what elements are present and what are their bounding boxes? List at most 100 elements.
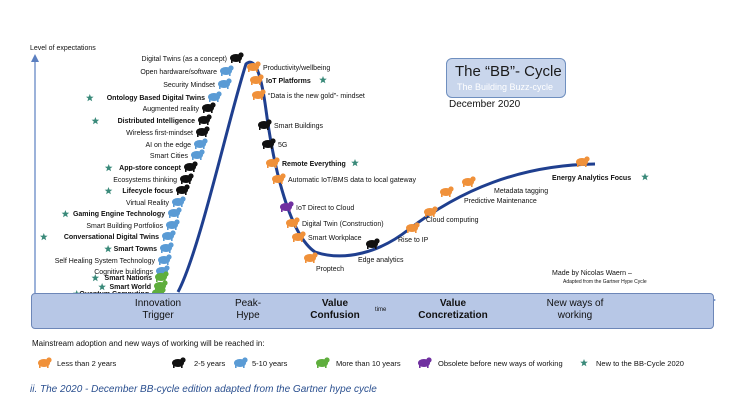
falling-item-icon: [272, 173, 286, 184]
falling-item-icon: [247, 61, 261, 72]
phase-band: [31, 293, 714, 329]
falling-item-label: IoT Direct to Cloud: [296, 205, 354, 212]
rising-item-icon: [198, 114, 212, 125]
rising-item-icon: [218, 78, 232, 89]
legend-2-5-icon: [172, 357, 186, 368]
star-icon: [351, 159, 359, 167]
y-axis-arrow: [31, 54, 39, 62]
falling-item-icon: [304, 252, 318, 263]
made-by: Made by Nicolas Waern –: [552, 270, 632, 277]
slope-item-label: Cloud computing: [426, 217, 479, 224]
rising-item-label: Distributed Intelligence: [118, 118, 196, 125]
rising-item-label: Lifecycle focus: [122, 188, 173, 195]
legend-star-icon: [580, 359, 588, 367]
rising-items: Digital Twins (as a concept) Open hardwar…: [40, 52, 244, 298]
rising-item-icon: [191, 149, 205, 160]
falling-item-label: IoT Platforms: [266, 78, 311, 85]
falling-item-icon: [262, 138, 276, 149]
slope-item-icon: [406, 222, 420, 233]
phase-line-1: Innovation: [134, 298, 182, 309]
rising-item-icon: [202, 102, 216, 113]
falling-item-label: Productivity/wellbeing: [263, 65, 330, 72]
legend-label: More than 10 years: [336, 359, 401, 368]
legend-5-10-icon: [234, 357, 248, 368]
falling-item-label: 5G: [278, 142, 287, 149]
y-axis-label: Level of expectations: [30, 45, 96, 52]
rising-item-icon: [158, 254, 172, 265]
rising-item-label: AI on the edge: [145, 142, 191, 149]
legend-label: Obsolete before new ways of working: [438, 359, 563, 368]
chart-date: December 2020: [449, 99, 521, 110]
rising-item-label: Ontology Based Digital Twins: [107, 95, 205, 102]
star-icon: [40, 233, 48, 241]
rising-item-label: Security Mindset: [163, 82, 215, 89]
rising-item-label: Wireless first-mindset: [126, 130, 193, 137]
rising-item-label: Digital Twins (as a concept): [142, 56, 227, 63]
rising-item-icon: [184, 161, 198, 172]
rising-item-label: Self Healing System Technology: [55, 258, 156, 265]
falling-item-icon: [250, 74, 264, 85]
slope-item-icon: [366, 238, 380, 249]
slope-item-label: Rise to IP: [398, 237, 429, 244]
star-icon: [91, 117, 100, 125]
rising-item-label: Ecosystems thinking: [113, 177, 177, 184]
adapted-note: Adapted from the Gartner Hype Cycle: [563, 279, 647, 285]
rising-item-label: Smart Building Portfolios: [86, 223, 163, 230]
star-icon: [104, 164, 113, 172]
rising-item-icon: [230, 52, 244, 63]
rising-item-icon: [220, 65, 234, 76]
legend-label: 5-10 years: [252, 359, 288, 368]
rising-item-icon: [172, 196, 186, 207]
rising-item-label: Smart World: [110, 284, 152, 291]
phase-line-2: Hype: [236, 310, 260, 321]
slope-item-label: Edge analytics: [358, 257, 404, 264]
rising-item-label: Open hardware/software: [140, 69, 217, 76]
falling-item-icon: [286, 217, 300, 228]
slope-item-label: Predictive Maintenance: [464, 198, 537, 205]
slope-item-icon: [424, 206, 438, 217]
falling-item-icon: [292, 231, 306, 242]
falling-item-label: Automatic IoT/BMS data to local gateway: [288, 177, 417, 184]
rising-item-icon: [194, 138, 208, 149]
x-axis-label: time: [375, 307, 387, 313]
rising-item-icon: [208, 91, 222, 102]
legend-icons: [38, 357, 588, 368]
legend-label: Less than 2 years: [57, 359, 117, 368]
rising-item-label: Smart Cities: [150, 153, 189, 160]
star-icon: [91, 274, 100, 282]
figure-caption: ii. The 2020 - December BB-cycle edition…: [30, 384, 377, 395]
slope-items: Edge analytics Rise to IP Cloud computing P…: [358, 156, 649, 264]
phase-label: Peak-Hype: [218, 298, 278, 322]
chart-subtitle: The Building Buzz-cycle: [457, 82, 554, 92]
rising-item-icon: [180, 173, 194, 184]
phase-line-2: Trigger: [142, 310, 174, 321]
falling-item-label: Smart Buildings: [274, 123, 324, 130]
star-icon: [319, 76, 327, 84]
falling-item-icon: [258, 119, 272, 130]
title-box: The “BB”- Cycle The Building Buzz-cycle: [446, 58, 566, 98]
falling-item-label: “Data is the new gold”- mindset: [268, 93, 365, 100]
rising-item-icon: [196, 126, 210, 137]
phase-line-2: working: [557, 310, 593, 321]
rising-item-icon: [162, 230, 176, 241]
slope-item-label: Energy Analytics Focus: [552, 175, 631, 182]
phase-line-1: New ways of: [546, 298, 604, 309]
phase-line-2: Confusion: [310, 310, 360, 321]
hype-curve: [176, 60, 596, 293]
falling-item-icon: [266, 157, 280, 168]
legend-lt2-icon: [38, 357, 52, 368]
phase-line-1: Peak-: [234, 298, 262, 309]
chart-title: The “BB”- Cycle: [455, 63, 562, 80]
star-icon: [104, 245, 112, 253]
rising-item-icon: [168, 207, 182, 218]
star-icon: [86, 94, 94, 102]
slope-item-icon: [440, 186, 454, 197]
slope-item-label: Metadata tagging: [494, 188, 548, 195]
star-icon: [641, 173, 649, 181]
falling-item-label: Remote Everything: [282, 161, 346, 168]
